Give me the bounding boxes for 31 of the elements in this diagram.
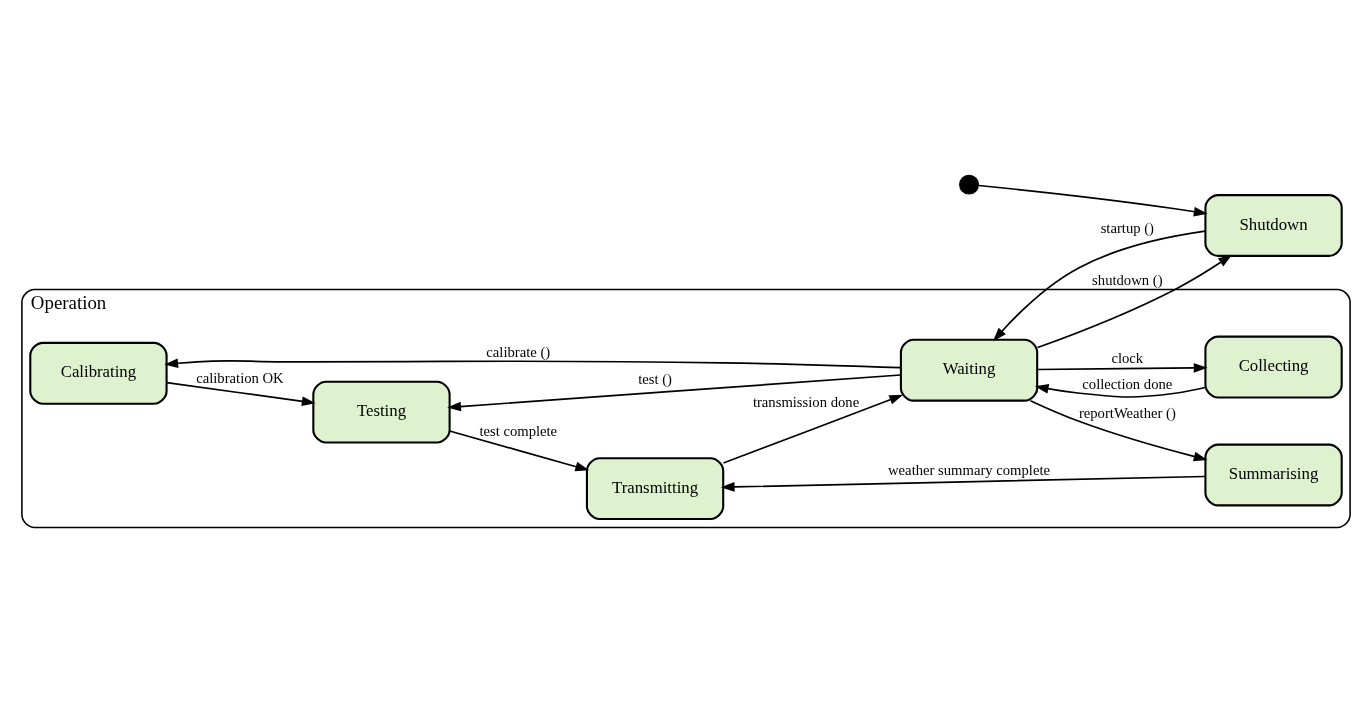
edge-label: test () <box>638 370 672 387</box>
arrow <box>1036 254 1233 348</box>
edge-label: transmission done <box>752 393 860 410</box>
node-box: Testing <box>312 380 451 444</box>
arrow <box>722 394 904 464</box>
node-box: Transmitting <box>585 456 725 520</box>
edge-label: reportWeather () <box>1078 404 1176 421</box>
arrow <box>977 184 1208 216</box>
edge-label: shutdown () <box>1092 271 1163 288</box>
node-box: Calibrating <box>29 341 168 405</box>
arrow <box>447 373 902 411</box>
edge-label: startup () <box>1100 219 1154 236</box>
arrow <box>720 475 1206 492</box>
node-box: Summarising <box>1204 443 1343 506</box>
edge-label: test complete <box>479 422 558 439</box>
edge-label: calibrate () <box>486 343 551 360</box>
arrow <box>993 229 1207 341</box>
arrow <box>1034 383 1207 398</box>
node-box: Waiting <box>899 338 1039 402</box>
arrow <box>1036 362 1208 373</box>
node-box: Shutdown <box>1204 193 1343 257</box>
arrow <box>165 381 316 406</box>
edge-label: clock <box>1111 349 1144 366</box>
arrow <box>164 357 902 368</box>
arrow <box>448 429 590 471</box>
arrow <box>1029 399 1208 461</box>
edge-label: collection done <box>1082 375 1173 392</box>
node-box: Collecting <box>1204 335 1343 398</box>
node-circle <box>959 174 979 195</box>
edge-label: calibration OK <box>196 369 284 386</box>
edge-label: weather summary complete <box>888 461 1051 478</box>
